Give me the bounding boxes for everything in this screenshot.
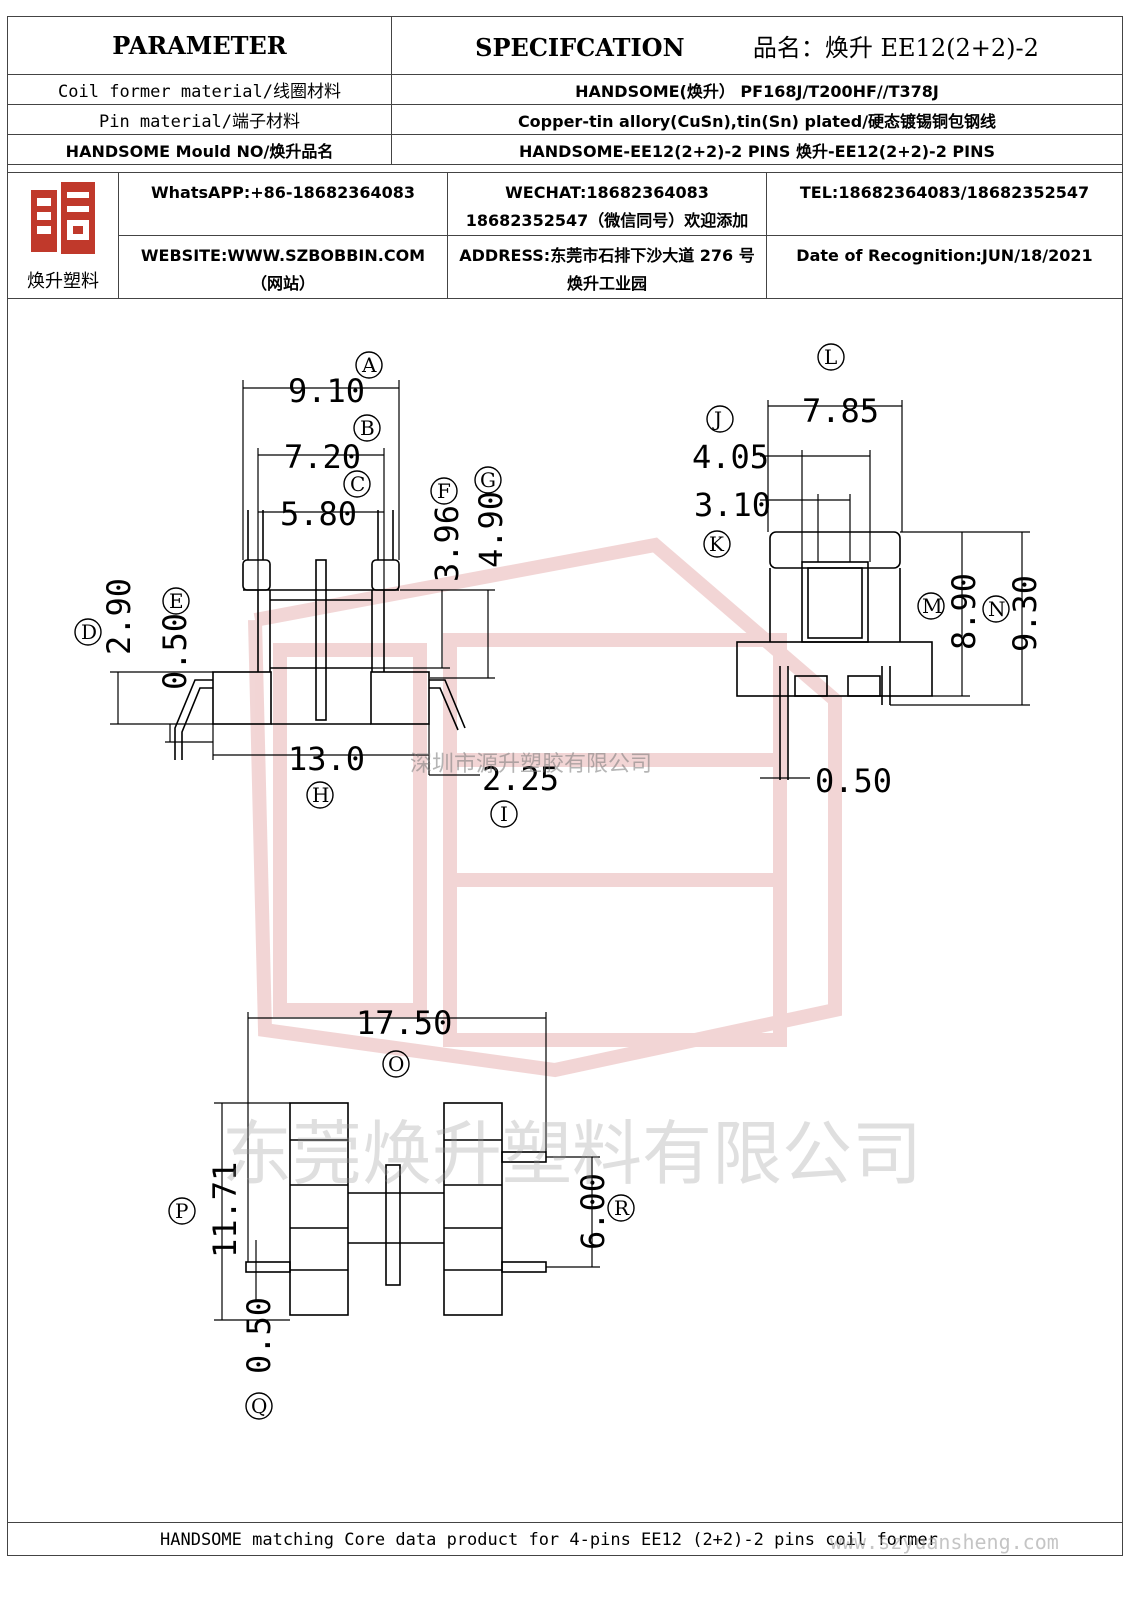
dim-l-value: 7.85	[802, 392, 879, 430]
dim-e-value: 0.50	[156, 613, 194, 690]
dim-p-value: 11.71	[206, 1162, 244, 1258]
dim-a-value: 9.10	[288, 372, 365, 410]
dim-q-value: 0.50	[240, 1297, 278, 1374]
front-view: 9.10 7.20 5.80 3.96 4.90 2.90 0.50 13.0 …	[100, 372, 559, 798]
label-q: Q	[251, 1394, 267, 1418]
website: WEBSITE:WWW.SZBOBBIN.COM（网站）	[118, 235, 448, 299]
dim-b-value: 7.20	[284, 438, 361, 476]
dim-i-value: 2.25	[482, 760, 559, 798]
logo-text: 焕升塑料	[27, 271, 99, 292]
footer-note: HANDSOME matching Core data product for …	[7, 1522, 1123, 1556]
label-c: C	[350, 472, 365, 496]
mould-no-label: HANDSOME Mould NO/焕升品名	[7, 134, 392, 165]
dim-side-pin-value: 0.50	[815, 762, 892, 800]
contact-table: 焕升塑料 WhatsAPP:+86-18682364083 WECHAT:186…	[7, 172, 1123, 299]
whatsapp: WhatsAPP:+86-18682364083	[118, 172, 448, 236]
mould-no-value: HANDSOME-EE12(2+2)-2 PINS 焕升-EE12(2+2)-2…	[391, 134, 1123, 165]
watermark-url: www.szyuansheng.com	[830, 1530, 1059, 1554]
company-logo-icon	[31, 182, 95, 254]
dim-n-value: 9.30	[1006, 575, 1044, 652]
technical-drawing: 9.10 7.20 5.80 3.96 4.90 2.90 0.50 13.0 …	[74, 343, 1044, 1420]
label-f: F	[437, 479, 451, 503]
label-j: J	[712, 407, 722, 431]
label-l: L	[824, 345, 837, 369]
specification-title: SPECIFCATION	[475, 33, 685, 62]
bottom-view: 17.50 11.71 0.50 6.00	[206, 1004, 612, 1374]
label-i: I	[500, 802, 508, 826]
dim-o-value: 17.50	[356, 1004, 452, 1042]
wechat: WECHAT:18682364083 18682352547（微信同号）欢迎添加	[447, 172, 767, 236]
label-m: M	[922, 594, 942, 618]
label-a: A	[361, 353, 377, 377]
dim-j-value: 4.05	[692, 438, 769, 476]
coil-material-label: Coil former material/线圈材料	[7, 74, 392, 105]
label-d: D	[81, 620, 97, 644]
tel: TEL:18682364083/18682352547	[766, 172, 1123, 236]
parameter-header: PARAMETER	[7, 16, 392, 75]
coil-material-value: HANDSOME(焕升） PF168J/T200HF//T378J	[391, 74, 1123, 105]
dim-c-value: 5.80	[280, 495, 357, 533]
address: ADDRESS:东莞市石排下沙大道 276 号焕升工业园	[447, 235, 767, 299]
dim-f-value: 3.96	[428, 505, 466, 582]
label-b: B	[360, 416, 375, 440]
label-n: N	[988, 597, 1006, 621]
logo-cell: 焕升塑料	[7, 172, 119, 299]
dim-m-value: 8.90	[945, 573, 983, 650]
specification-header: SPECIFCATION 品名：焕升 EE12(2+2)-2	[391, 16, 1123, 75]
recognition-date: Date of Recognition:JUN/18/2021	[766, 235, 1123, 299]
dim-g-value: 4.90	[472, 491, 510, 568]
dim-r-value: 6.00	[574, 1173, 612, 1250]
watermark-company-small: 深圳市源升塑胶有限公司	[410, 752, 652, 777]
pin-material-value: Copper-tin allory(CuSn),tin(Sn) plated/硬…	[391, 104, 1123, 135]
label-k: K	[709, 532, 725, 556]
dimension-letter-labels: A B C D E F G H I J K L M N O P Q R	[74, 343, 1010, 1420]
label-e: E	[169, 589, 184, 613]
label-h: H	[312, 783, 329, 807]
dim-k-value: 3.10	[694, 486, 771, 524]
label-r: R	[614, 1196, 630, 1220]
spec-table: PARAMETER SPECIFCATION 品名：焕升 EE12(2+2)-2…	[7, 16, 1123, 165]
logo-watermark	[248, 537, 842, 1078]
side-view: 7.85 4.05 3.10 8.90 9.30 0.50	[692, 392, 1044, 800]
label-p: P	[175, 1199, 188, 1223]
dim-h-value: 13.0	[288, 740, 365, 778]
pin-material-label: Pin material/端子材料	[7, 104, 392, 135]
dim-d-value: 2.90	[100, 578, 138, 655]
label-g: G	[480, 468, 496, 492]
label-o: O	[388, 1052, 404, 1076]
product-name: 品名：焕升 EE12(2+2)-2	[752, 34, 1039, 62]
watermark-company-large: 东莞焕升塑料有限公司	[222, 1113, 922, 1195]
